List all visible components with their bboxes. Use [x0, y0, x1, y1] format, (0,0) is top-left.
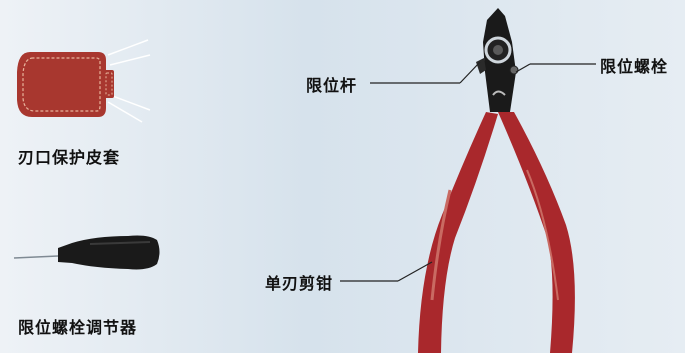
sheath-highlight-line	[109, 94, 151, 111]
blade-sheath-illustration	[17, 39, 151, 123]
adjuster-handle-ridge	[89, 241, 151, 245]
limit-rod-part	[476, 58, 486, 74]
single-blade-cutter-label: 单刃剪钳	[265, 274, 334, 293]
sheath-body	[17, 52, 106, 117]
cutter-leader-line	[397, 261, 433, 282]
sheath-stitching	[22, 57, 101, 112]
sheath-highlight-line	[109, 54, 151, 66]
limit-screw-leader-line	[515, 63, 531, 73]
pliers-left-handle	[418, 112, 498, 353]
pliers-spring	[492, 90, 506, 96]
limit-rod-label: 限位杆	[306, 76, 358, 95]
limit-rod-leader-line	[459, 61, 481, 84]
sheath-tip-stitching	[105, 72, 113, 96]
limit-screw-label: 限位螺栓	[600, 57, 669, 76]
handle-highlight	[430, 189, 452, 301]
pliers-head	[476, 8, 519, 112]
adjuster-shaft	[13, 255, 59, 259]
pliers-right-handle	[498, 112, 575, 353]
pivot-center-icon	[493, 45, 503, 55]
sheath-highlight-line	[107, 39, 149, 56]
screw-adjuster-label: 限位螺栓调节器	[18, 318, 138, 337]
handle-highlight	[526, 169, 559, 301]
screw-adjuster-illustration	[13, 235, 160, 270]
limit-screw-part	[509, 65, 519, 75]
adjuster-handle	[58, 235, 160, 270]
blade-sheath-label: 刃口保护皮套	[18, 148, 121, 167]
sheath-highlight-line	[107, 101, 143, 123]
